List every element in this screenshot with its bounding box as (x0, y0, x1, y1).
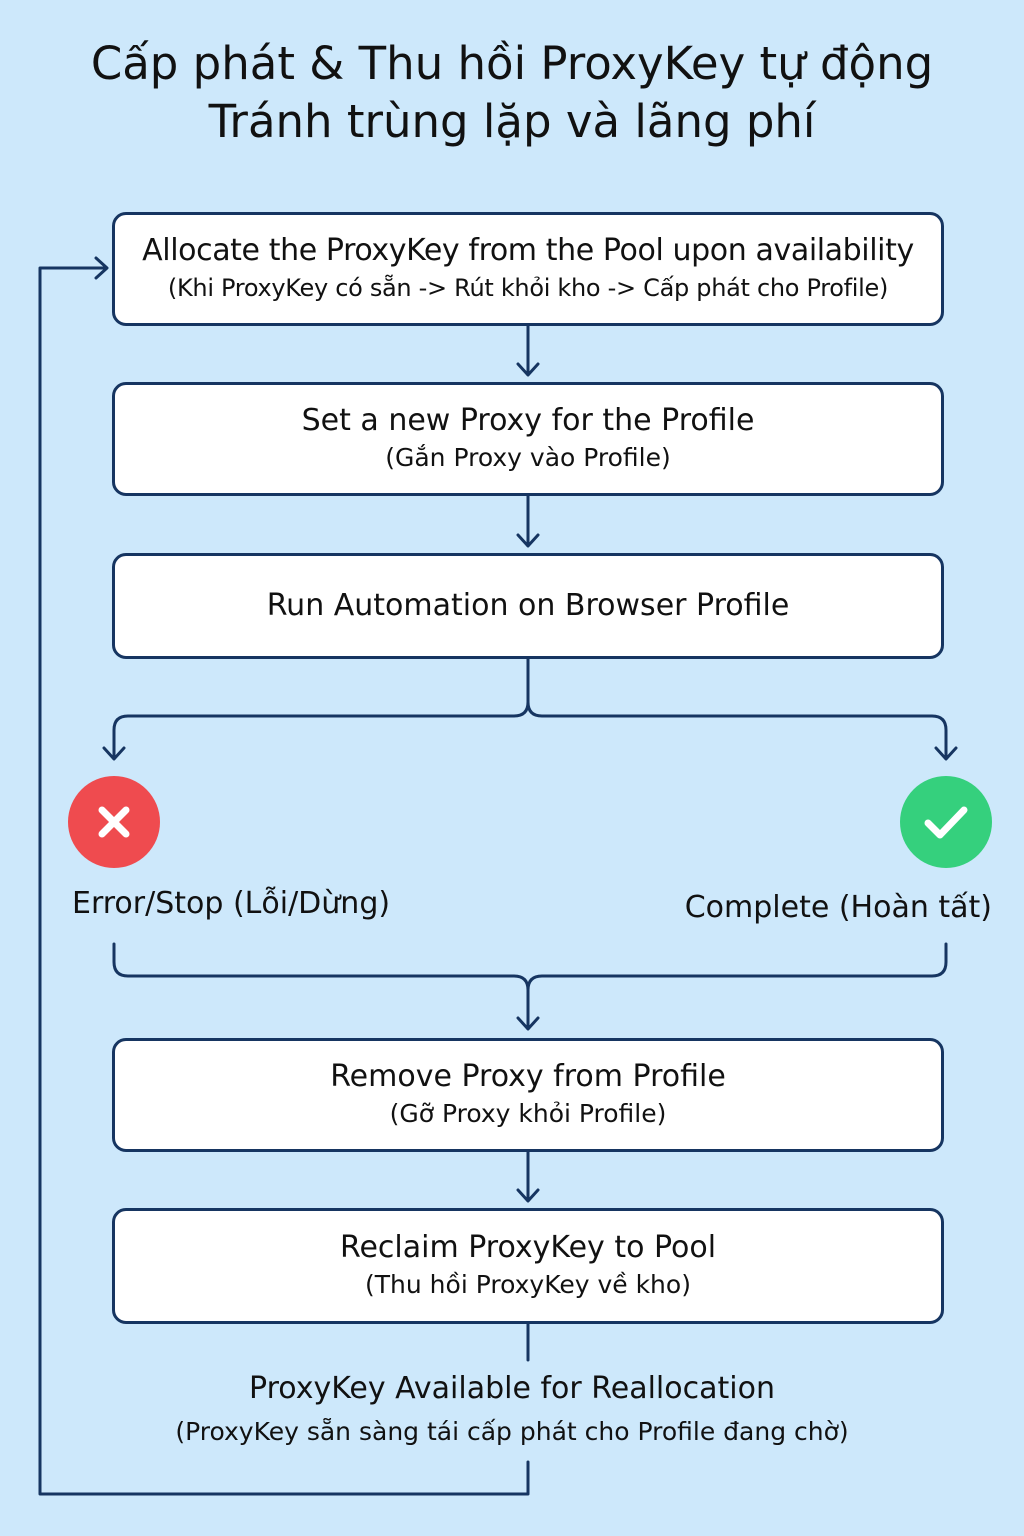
step-allocate-subtitle: (Khi ProxyKey có sẵn -> Rút khỏi kho -> … (167, 274, 889, 302)
complete-label: Complete (Hoàn tất) (684, 890, 992, 925)
available-subtitle: (ProxyKey sẵn sàng tái cấp phát cho Prof… (175, 1417, 849, 1446)
diagram-title-line1: Cấp phát & Thu hồi ProxyKey tự động (90, 37, 934, 90)
connector-split (112, 657, 530, 760)
arrowhead-complete (934, 746, 958, 761)
check-icon (900, 776, 992, 868)
connector-split-right (526, 700, 948, 760)
step-reclaim-box: Reclaim ProxyKey to Pool (Thu hồi ProxyK… (112, 1208, 944, 1324)
connector-merge-right (526, 942, 948, 992)
step-allocate-box: Allocate the ProxyKey from the Pool upon… (112, 212, 944, 326)
arrowhead-1-2 (516, 362, 540, 377)
step-set-proxy-subtitle: (Gắn Proxy vào Profile) (385, 443, 671, 472)
step-remove-proxy-subtitle: (Gỡ Proxy khỏi Profile) (389, 1099, 667, 1128)
arrowhead-error (102, 746, 126, 761)
step-run-automation-title: Run Automation on Browser Profile (266, 588, 790, 623)
arrowhead-loop (94, 256, 109, 280)
arrowhead-merge (516, 1016, 540, 1031)
step-set-proxy-title: Set a new Proxy for the Profile (301, 403, 755, 438)
step-set-proxy-box: Set a new Proxy for the Profile (Gắn Pro… (112, 382, 944, 496)
loop-back-connector (38, 266, 530, 1496)
step-remove-proxy-box: Remove Proxy from Profile (Gỡ Proxy khỏi… (112, 1038, 944, 1152)
diagram-title-line2: Tránh trùng lặp và lãng phí (208, 95, 816, 148)
available-title: ProxyKey Available for Reallocation (249, 1371, 775, 1406)
step-allocate-title: Allocate the ProxyKey from the Pool upon… (142, 233, 914, 268)
step-reclaim-subtitle: (Thu hồi ProxyKey về kho) (365, 1270, 691, 1299)
arrowhead-4-5 (516, 1188, 540, 1203)
x-icon (68, 776, 160, 868)
step-remove-proxy-title: Remove Proxy from Profile (330, 1059, 726, 1094)
error-stop-label: Error/Stop (Lỗi/Dừng) (72, 886, 391, 921)
step-run-automation-box: Run Automation on Browser Profile (112, 553, 944, 659)
arrowhead-2-3 (516, 533, 540, 548)
step-reclaim-title: Reclaim ProxyKey to Pool (339, 1230, 717, 1265)
connector-merge (112, 942, 530, 1030)
